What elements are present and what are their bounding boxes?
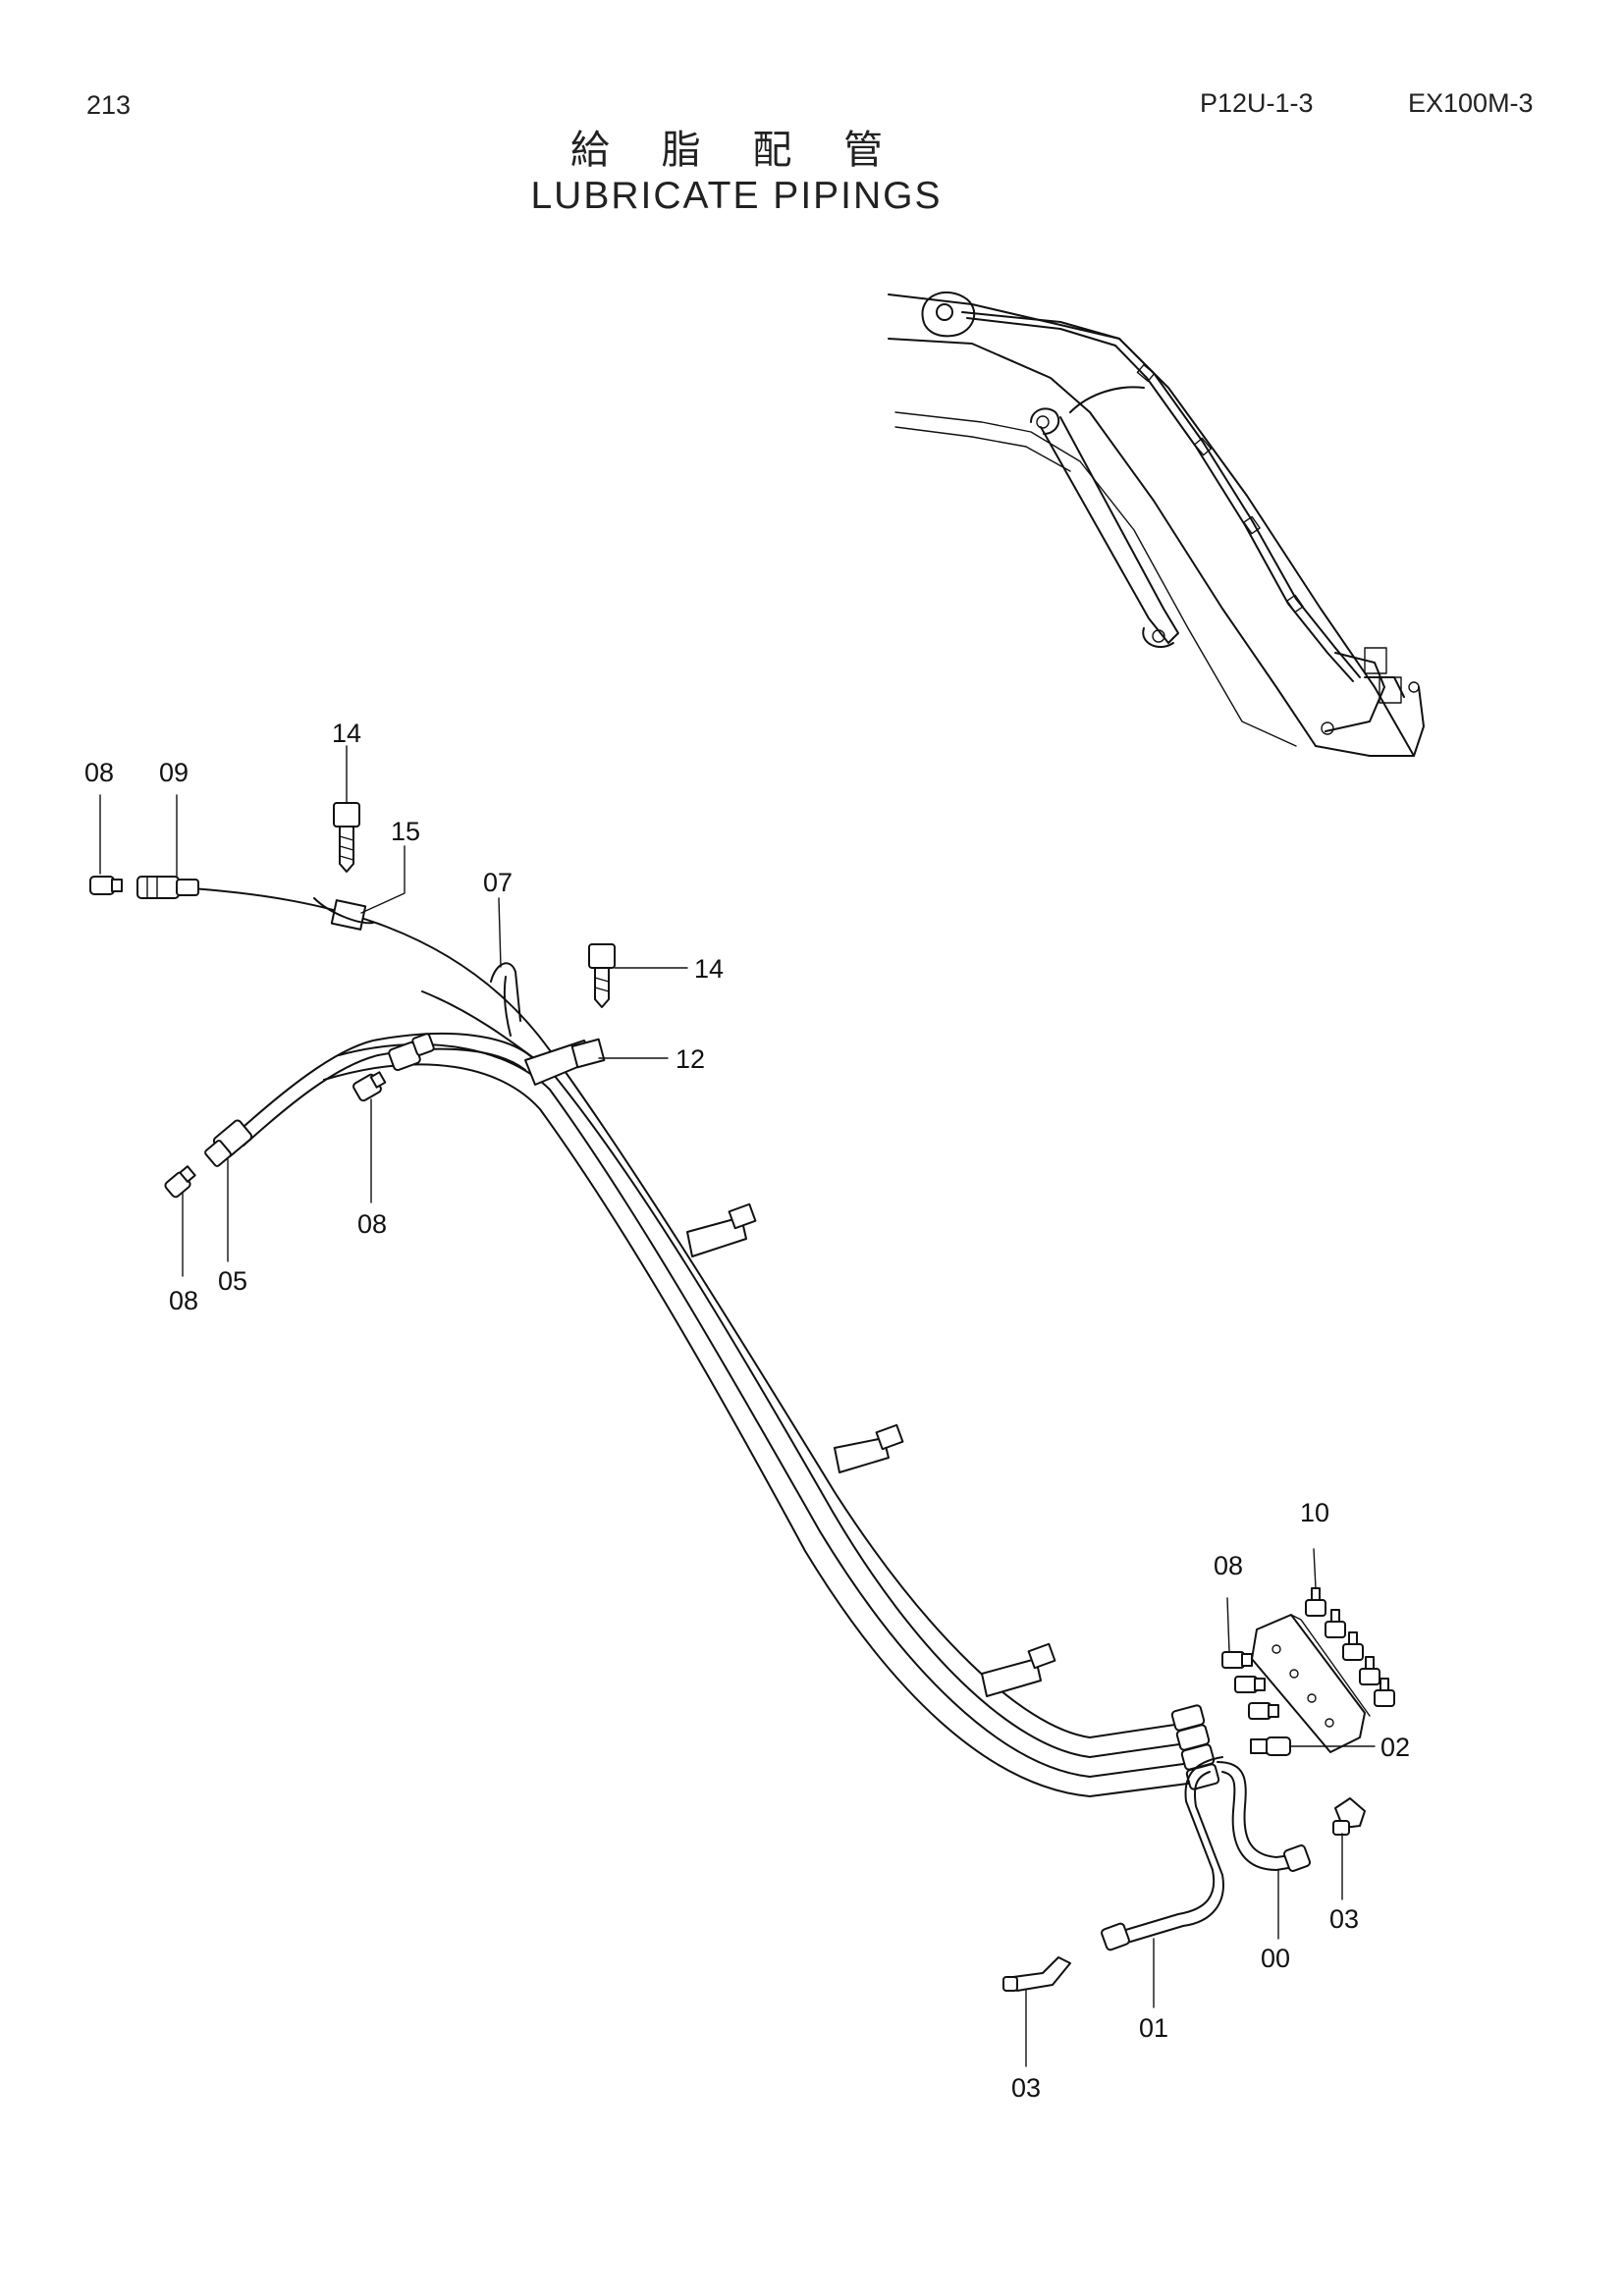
grease-nipple (352, 1071, 387, 1102)
hose-fitting-09 (136, 876, 199, 899)
callout-07: 07 (483, 868, 513, 897)
fitting-03-right (1332, 1797, 1366, 1836)
callout-08-block: 08 (1214, 1551, 1243, 1580)
callout-14-top: 14 (332, 719, 361, 748)
callout-08-mid: 08 (357, 1209, 387, 1239)
grease-nipple-02 (1250, 1736, 1291, 1756)
pipe-clamp (834, 1423, 904, 1473)
callout-15: 15 (391, 817, 420, 846)
grease-nipple (1234, 1676, 1266, 1693)
boom-overview-inset (888, 291, 1425, 757)
callout-00: 00 (1261, 1944, 1290, 1973)
bolt-14-right (588, 943, 616, 1008)
pipe-01 (1101, 1756, 1224, 1951)
page-title: LUBRICATE PIPINGS (530, 175, 943, 217)
callout-01: 01 (1139, 2013, 1168, 2043)
callout-05: 05 (218, 1266, 247, 1296)
page-number: 213 (86, 90, 132, 120)
callout-08-low-left: 08 (169, 1286, 198, 1315)
grease-nipple (1374, 1678, 1395, 1707)
callout-03-bottom: 03 (1011, 2073, 1041, 2103)
grease-nipple (164, 1165, 196, 1199)
grease-nipple (89, 876, 123, 895)
grease-nipple (1325, 1609, 1346, 1638)
callout-08-top-left: 08 (84, 758, 114, 787)
clamp-15 (313, 897, 374, 931)
leader-lines (99, 745, 1376, 2067)
bolt-14-top (333, 802, 360, 873)
grease-nipple (1221, 1651, 1253, 1669)
grease-nipple (1359, 1656, 1380, 1685)
grease-nipple (1305, 1587, 1326, 1617)
callout-03-right: 03 (1329, 1904, 1359, 1934)
pipe-end-fitting (1170, 1704, 1220, 1790)
grease-nipple (1248, 1702, 1279, 1720)
page-title-japanese: 給 脂 配 管 (569, 128, 903, 173)
callout-10: 10 (1300, 1498, 1329, 1527)
clamp-12 (524, 1038, 606, 1086)
machine-model: EX100M-3 (1408, 88, 1534, 118)
pipe-clamp (686, 1202, 757, 1257)
callout-02: 02 (1380, 1733, 1410, 1762)
hose-fitting-05 (204, 1119, 253, 1167)
callout-14-right: 14 (694, 954, 724, 984)
pipe-clamp (981, 1642, 1056, 1697)
document-code: P12U-1-3 (1200, 88, 1314, 118)
callout-12: 12 (676, 1044, 705, 1074)
fitting-03-bottom (1002, 1956, 1071, 1992)
pipe-00 (1217, 1761, 1311, 1872)
grease-nipple (1342, 1631, 1364, 1661)
callout-09: 09 (159, 758, 189, 787)
lube-pipe-bundle (190, 887, 1204, 1797)
hose-fitting (388, 1033, 435, 1071)
